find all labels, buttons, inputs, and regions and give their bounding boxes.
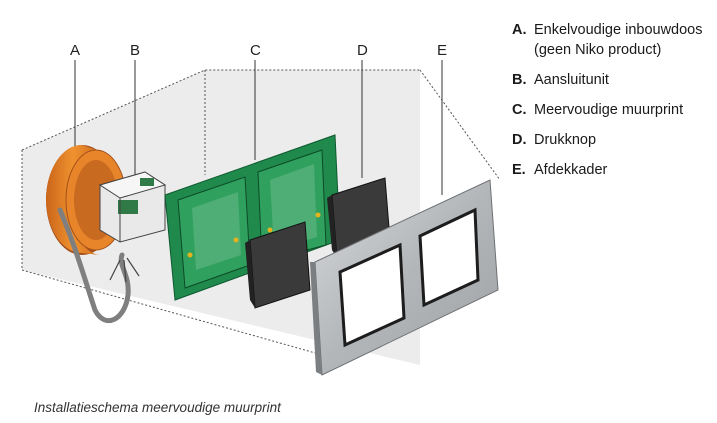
leader-lines	[74, 60, 443, 195]
cover-frame	[310, 179, 499, 376]
legend-item-a: A. Enkelvoudige inbouwdoos (geen Niko pr…	[512, 20, 717, 60]
legend-text: Drukknop	[534, 132, 597, 148]
multiple-wall-print	[164, 134, 341, 301]
label-d: D	[357, 42, 368, 59]
label-e: E	[437, 42, 447, 59]
label-c: C	[250, 42, 261, 59]
label-b: B	[130, 42, 140, 59]
legend-item-c: C. Meervoudige muurprint	[512, 100, 717, 120]
label-a: A	[70, 42, 80, 59]
figure-caption: Installatieschema meervoudige muurprint	[34, 400, 281, 415]
legend: A. Enkelvoudige inbouwdoos (geen Niko pr…	[512, 20, 717, 190]
connection-unit	[98, 171, 167, 243]
legend-text: Enkelvoudige inbouwdoos (geen Niko produ…	[534, 22, 703, 58]
legend-key: B.	[512, 72, 527, 88]
legend-key: D.	[512, 132, 527, 148]
legend-key: E.	[512, 162, 526, 178]
legend-item-d: D. Drukknop	[512, 130, 717, 150]
legend-text: Afdekkader	[534, 162, 608, 178]
legend-key: C.	[512, 102, 527, 118]
legend-text: Meervoudige muurprint	[534, 102, 684, 118]
legend-key: A.	[512, 22, 527, 38]
legend-item-e: E. Afdekkader	[512, 160, 717, 180]
legend-text: Aansluitunit	[534, 72, 609, 88]
wire-strands	[109, 257, 140, 283]
legend-item-b: B. Aansluitunit	[512, 70, 717, 90]
